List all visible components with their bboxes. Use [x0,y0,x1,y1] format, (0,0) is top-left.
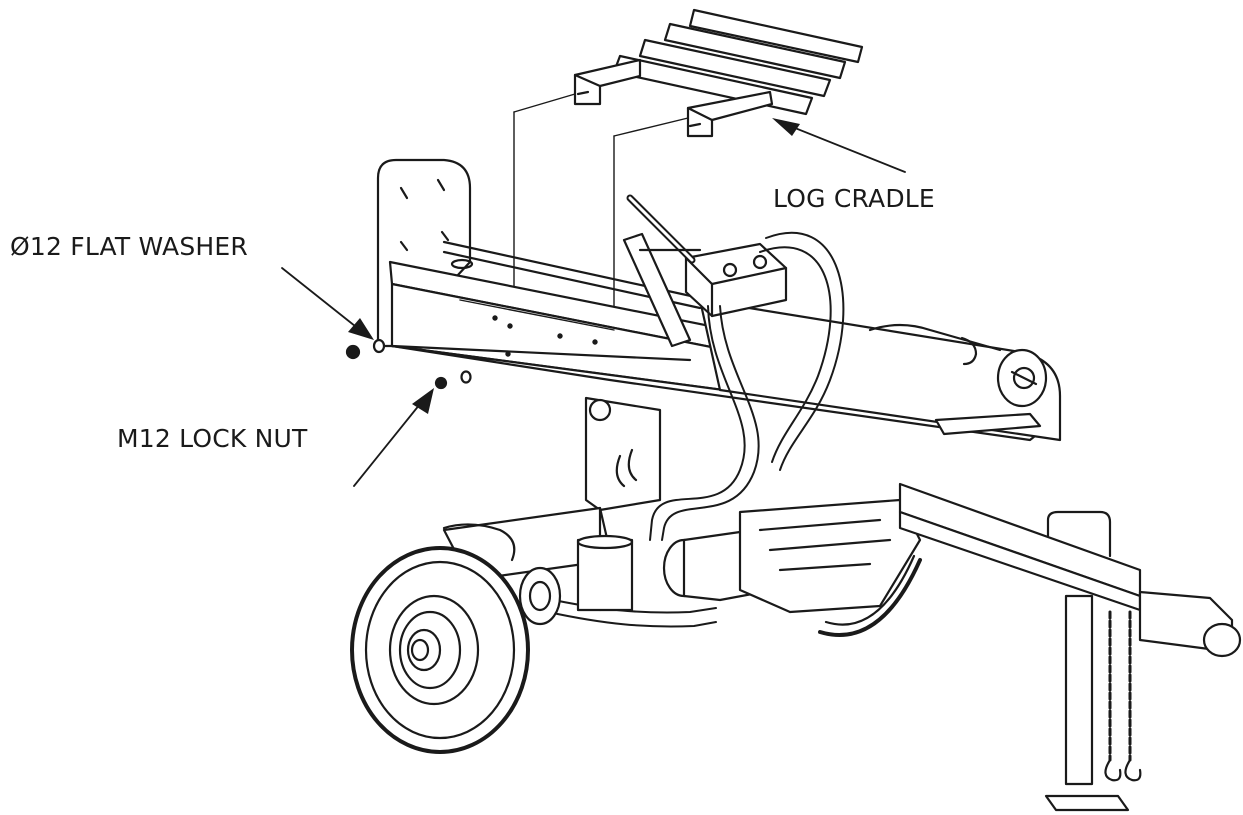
log-cradle-leader [772,118,906,173]
frame-axle [442,396,1242,812]
flat-washer-label: Ø12 FLAT WASHER [10,232,248,261]
log-cradle-label: LOG CRADLE [773,184,935,213]
main-wheel [350,523,562,754]
lock-nut-label: M12 LOCK NUT [117,424,308,453]
flat-washer-leader [281,267,374,340]
hydraulic-hoses [543,231,845,628]
lock-nut-leader [353,388,434,487]
fastener-hardware [345,338,472,390]
hydraulic-cylinder [622,194,1062,442]
log-cradle-part [513,8,864,331]
